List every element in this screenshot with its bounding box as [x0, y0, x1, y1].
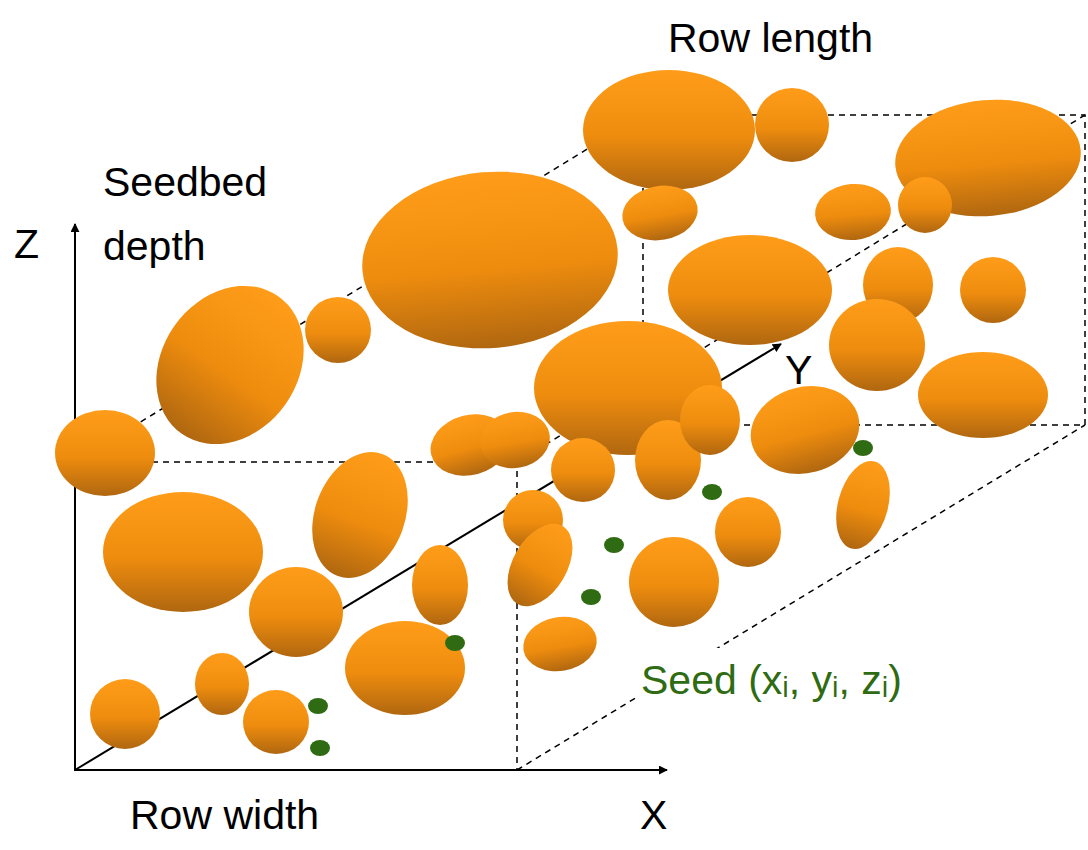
seed-dot — [604, 537, 624, 553]
soil-clod — [829, 299, 925, 391]
soil-clod — [90, 679, 160, 749]
soil-clod — [519, 611, 601, 677]
soil-clod — [960, 257, 1026, 323]
soil-clod — [813, 181, 894, 243]
seed-dot — [702, 484, 722, 500]
axis-label: X — [640, 783, 667, 847]
soil-clod — [827, 455, 899, 555]
seed-dot — [581, 589, 601, 605]
soil-clod — [898, 177, 952, 233]
soil-clod — [295, 439, 424, 592]
soil-clod — [243, 690, 309, 754]
soil-clod — [305, 297, 371, 363]
soil-clod — [551, 438, 615, 502]
dimension-label: Row length — [668, 6, 873, 70]
box-outline — [75, 115, 1085, 770]
soil-clod — [103, 492, 263, 612]
soil-clod — [918, 352, 1048, 438]
soil-clod — [494, 513, 586, 618]
seed-dot — [853, 440, 873, 456]
x-axis — [74, 769, 667, 771]
seed-label: Seed (xᵢ, yᵢ, zᵢ) — [637, 648, 906, 712]
soil-clod — [629, 537, 719, 627]
z-axis — [74, 224, 76, 771]
soil-clod — [55, 410, 155, 496]
soil-clod — [412, 545, 468, 625]
dimension-label: Row width — [130, 783, 319, 847]
soil-clod — [126, 257, 334, 473]
soil-clod — [618, 180, 702, 246]
soil-clod — [583, 70, 755, 190]
front-face — [75, 462, 517, 770]
axis-label: Z — [14, 212, 39, 276]
dimension-label: Seedbed depth — [103, 150, 278, 278]
box-edge — [517, 425, 1085, 770]
soil-clod — [755, 88, 829, 162]
soil-clod — [195, 653, 249, 715]
soil-clod — [715, 497, 781, 567]
seed-dot — [308, 698, 328, 714]
axis-label: Y — [785, 338, 812, 402]
soil-clod — [680, 385, 740, 455]
soil-clod — [476, 406, 555, 473]
seed-dot — [445, 635, 465, 651]
soil-clod — [249, 567, 343, 657]
soil-clod — [668, 235, 832, 345]
seed-dot — [310, 740, 330, 756]
soil-clod — [345, 621, 465, 715]
